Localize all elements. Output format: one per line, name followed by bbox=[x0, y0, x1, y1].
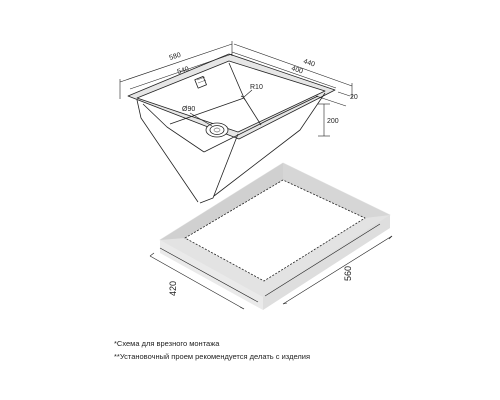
sink-rim-inner bbox=[136, 60, 326, 133]
sink-bowl-inner-right bbox=[203, 95, 319, 153]
sink-drawing bbox=[127, 53, 336, 204]
dim-cutout-width: 420 bbox=[168, 281, 178, 296]
dim-corner-radius: R10 bbox=[250, 84, 263, 91]
note-mounting-scheme: *Схема для врезного монтажа bbox=[114, 339, 220, 348]
cutout-opening bbox=[185, 180, 365, 281]
countertop-front-face bbox=[160, 240, 263, 310]
countertop-drawing bbox=[159, 162, 391, 310]
dim-inner-width: 400 bbox=[290, 65, 303, 75]
sink-bowl-back-edge bbox=[228, 62, 245, 99]
sink-wall-right bbox=[199, 133, 239, 204]
countertop-right-face bbox=[263, 215, 390, 310]
dim-inner-length: 540 bbox=[177, 66, 190, 76]
dim-outer-width: 440 bbox=[302, 58, 315, 68]
sink-bowl-floor-right bbox=[243, 97, 262, 126]
cutout-dashed-outline bbox=[184, 179, 366, 282]
dim-drain-diameter: Ø90 bbox=[182, 106, 195, 113]
dim-cutout-length: 560 bbox=[343, 266, 353, 281]
sink-corner-radius bbox=[240, 95, 246, 101]
drain-inner bbox=[209, 125, 225, 135]
note-cutout-recommendation: **Установочный проем рекомендуется делат… bbox=[114, 352, 311, 361]
cutout-dimension-lines bbox=[149, 223, 393, 310]
sink-bowl-floor-left bbox=[169, 97, 245, 125]
sink-wall-front bbox=[136, 99, 199, 203]
dim-outer-length: 580 bbox=[169, 52, 182, 62]
drain-outer bbox=[205, 122, 229, 138]
sink-bowl-inner-left bbox=[142, 103, 205, 153]
dim-rim: 20 bbox=[350, 94, 358, 101]
sink-wall-back-right bbox=[213, 92, 326, 197]
sink-dimension-lines bbox=[119, 41, 353, 137]
dim-depth: 200 bbox=[327, 118, 339, 125]
